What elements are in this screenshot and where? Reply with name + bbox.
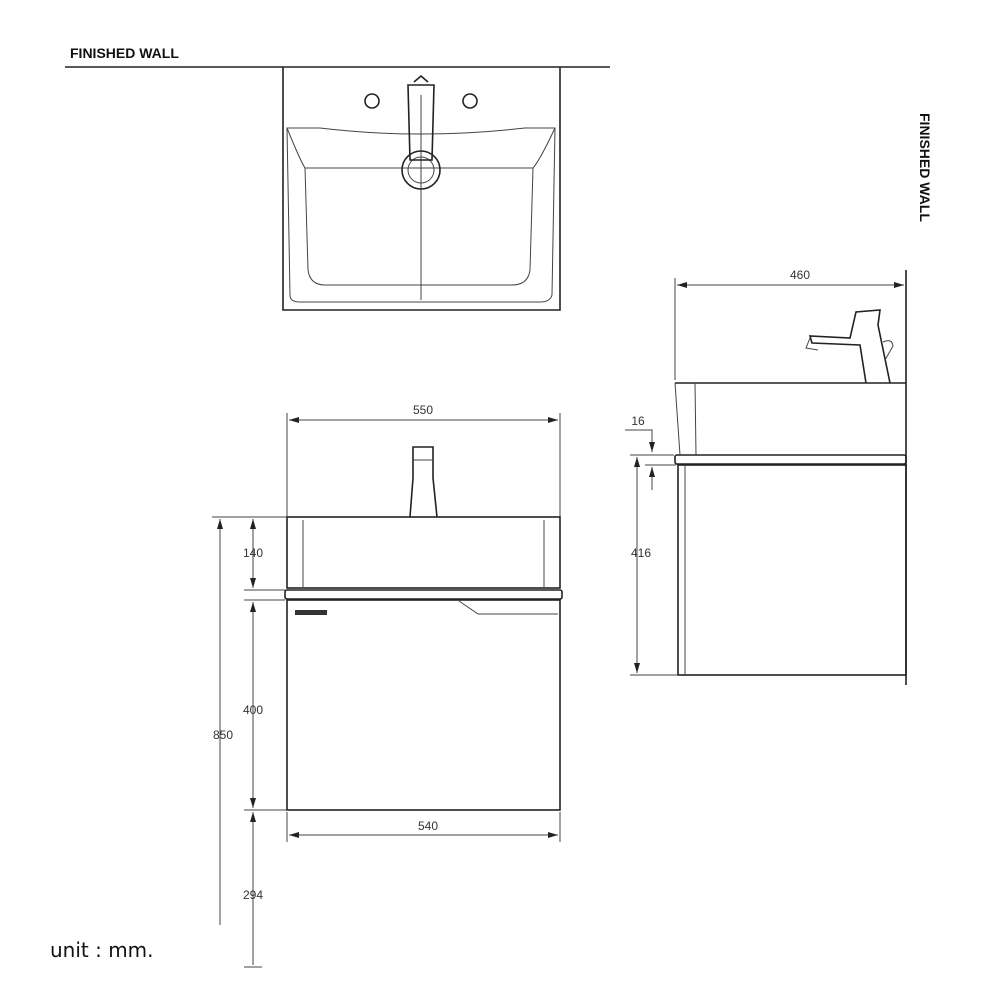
brand-logo xyxy=(295,610,327,615)
dim-leader-16 xyxy=(625,429,655,452)
dim-850: 850 xyxy=(213,728,233,742)
front-view: 550 540 850 140 400 294 xyxy=(212,403,563,968)
faucet-lever xyxy=(882,340,894,361)
basin-bowl xyxy=(304,167,534,286)
drain-ring xyxy=(401,150,441,190)
dim-540: 540 xyxy=(418,819,438,833)
countertop-side xyxy=(674,454,907,465)
basin-rim xyxy=(286,127,556,303)
dim-400: 400 xyxy=(243,703,263,717)
vertical-dimensions: 850 140 400 294 xyxy=(212,516,287,968)
faucet-spout xyxy=(805,337,819,351)
dim-416: 416 xyxy=(631,546,651,560)
tap-hole-left xyxy=(364,93,380,109)
dim-550: 550 xyxy=(413,403,433,417)
top-view: FINISHED WALL xyxy=(65,45,610,311)
cabinet-front xyxy=(286,599,561,811)
dim-140: 140 xyxy=(243,546,263,560)
basin-front xyxy=(286,516,561,589)
finished-wall-side-label: FINISHED WALL xyxy=(917,113,933,222)
faucet-side xyxy=(808,309,891,384)
drawer-handle-cutout xyxy=(458,600,558,615)
countertop-front xyxy=(284,589,563,600)
cabinet-side xyxy=(677,464,907,676)
basin-slope-lines xyxy=(286,127,556,169)
basin-side-edge xyxy=(694,382,697,456)
basin-top-outline xyxy=(282,67,561,311)
unit-label: unit : mm. xyxy=(50,938,154,962)
finished-wall-label: FINISHED WALL xyxy=(70,45,179,61)
faucet-top xyxy=(407,84,435,161)
dim-16: 16 xyxy=(631,414,645,428)
faucet-front xyxy=(409,446,438,518)
dim-294: 294 xyxy=(243,888,263,902)
dim-460: 460 xyxy=(790,268,810,282)
drain-inner xyxy=(407,156,435,184)
faucet-handle xyxy=(413,74,429,83)
basin-side-edge xyxy=(674,382,681,456)
tap-hole-right xyxy=(462,93,478,109)
side-view: FINISHED WALL 460 16 416 xyxy=(625,113,933,685)
